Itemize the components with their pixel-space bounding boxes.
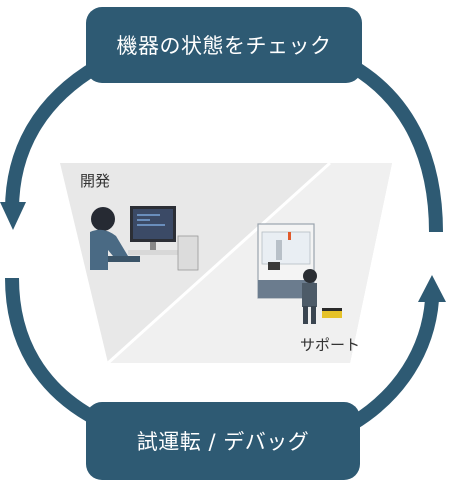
arrow-up bbox=[418, 275, 446, 302]
step-test-debug: 試運転 / デバッグ bbox=[86, 402, 360, 480]
support-label: サポート bbox=[300, 336, 361, 354]
toolbox-icon bbox=[322, 308, 342, 318]
cycle-arrow-right-lower bbox=[348, 299, 439, 430]
dev-label: 開発 bbox=[80, 172, 111, 190]
developer-at-desk-icon bbox=[90, 206, 199, 271]
cycle-arrow-left bbox=[5, 59, 102, 211]
cycle-arrow-right-upper bbox=[348, 59, 443, 233]
cycle-arrow-left-lower bbox=[5, 277, 102, 427]
technician-icon bbox=[302, 269, 317, 324]
scene-panel-right bbox=[108, 163, 392, 363]
scene-divider bbox=[106, 161, 332, 365]
arrow-left bbox=[0, 202, 26, 230]
step-check-equipment-label: 機器の状態をチェック bbox=[116, 34, 332, 58]
step-check-equipment: 機器の状態をチェック bbox=[86, 7, 362, 83]
step-test-debug-label: 試運転 / デバッグ bbox=[136, 430, 310, 454]
